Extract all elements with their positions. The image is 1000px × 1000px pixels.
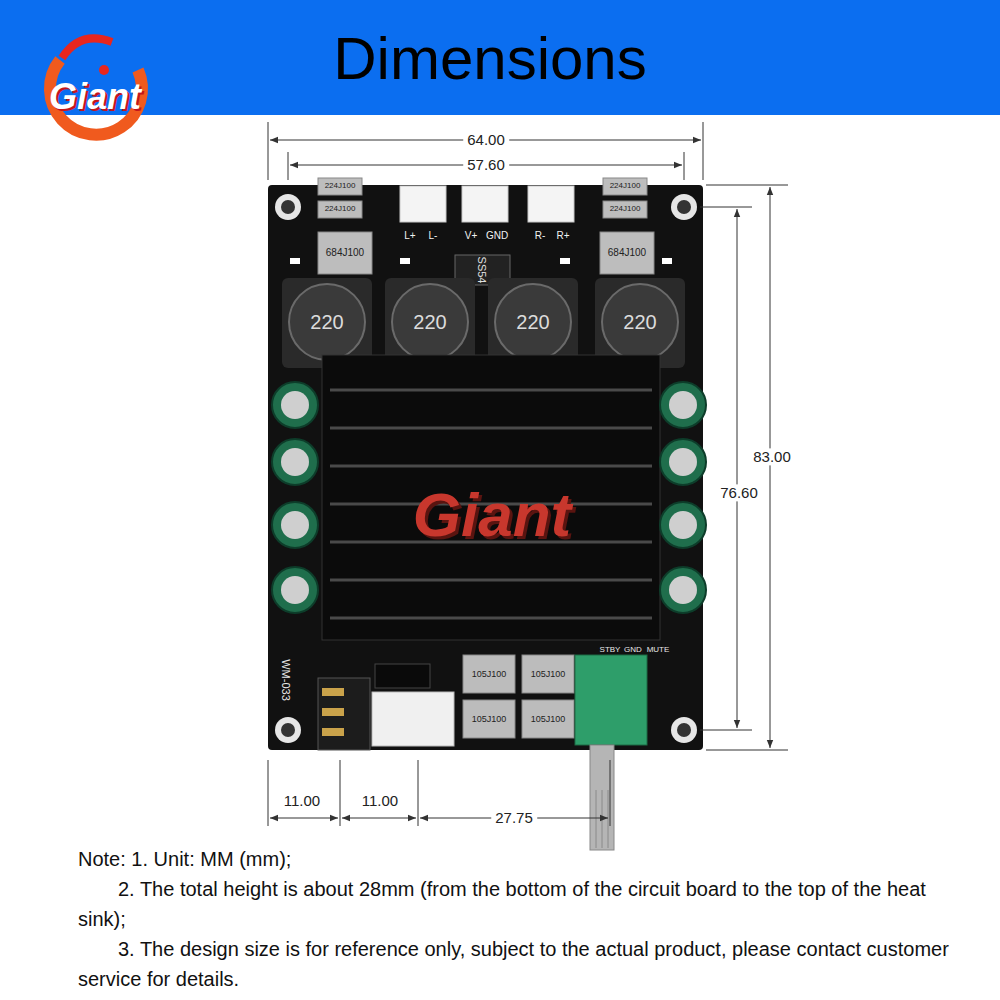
watermark: Giant xyxy=(413,479,571,550)
part-marking: SS54 xyxy=(476,257,489,284)
dimension-value: 76.60 xyxy=(716,484,762,501)
part-marking: 224J100 xyxy=(610,204,641,213)
pin-name: GND xyxy=(486,230,508,242)
part-marking: 220 xyxy=(516,311,549,334)
pin-name: STBY xyxy=(600,645,621,654)
note-text: Note: 1. Unit: MM (mm); xyxy=(78,844,958,874)
part-marking: 105J100 xyxy=(472,714,507,724)
part-marking: 224J100 xyxy=(610,181,641,190)
part-marking: 220 xyxy=(310,311,343,334)
note-text: 3. The design size is for reference only… xyxy=(78,934,958,994)
brand-logo: Giant xyxy=(49,76,141,117)
part-marking: 105J100 xyxy=(531,714,566,724)
board-name: WM-033 xyxy=(280,659,293,701)
logo-mark xyxy=(50,38,142,134)
part-marking: 105J100 xyxy=(472,669,507,679)
part-marking: 220 xyxy=(413,311,446,334)
dimension-lines xyxy=(268,122,788,826)
dimension-value: 27.75 xyxy=(491,809,537,826)
part-marking: 684J100 xyxy=(608,247,646,259)
part-marking: 105J100 xyxy=(531,669,566,679)
pin-name: L- xyxy=(429,230,438,242)
part-marking: 220 xyxy=(623,311,656,334)
page-title: Dimensions xyxy=(333,24,646,93)
pin-name: L+ xyxy=(404,230,415,242)
pin-name: GND xyxy=(624,645,642,654)
dimension-value: 11.00 xyxy=(280,792,324,809)
dimension-value: 57.60 xyxy=(463,156,509,173)
part-marking: 224J100 xyxy=(325,204,356,213)
pin-name: R- xyxy=(535,230,546,242)
amplifier-board xyxy=(268,178,706,850)
header-bar xyxy=(0,0,1000,115)
pin-name: MUTE xyxy=(647,645,670,654)
part-marking: 684J100 xyxy=(326,247,364,259)
dimension-value: 83.00 xyxy=(749,448,795,465)
note-text: 2. The total height is about 28mm (from … xyxy=(78,874,958,934)
dimension-value: 11.00 xyxy=(358,792,402,809)
dimension-value: 64.00 xyxy=(463,131,509,148)
pin-name: R+ xyxy=(556,230,569,242)
pin-name: V+ xyxy=(465,230,478,242)
part-marking: 224J100 xyxy=(325,181,356,190)
